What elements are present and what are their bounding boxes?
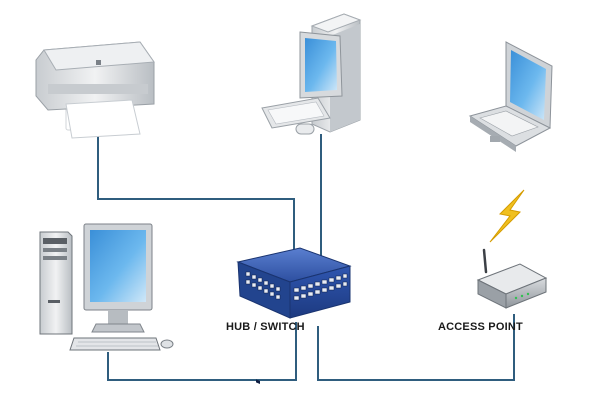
access-point-label: ACCESS POINT [438, 321, 523, 333]
switch-ports [245, 271, 348, 301]
server-computer-icon [261, 13, 362, 135]
printer-icon [35, 41, 155, 139]
cable-printer-to-switch [97, 136, 295, 258]
cable-switch-to-access-point [317, 314, 515, 381]
cable-desktop-to-switch [107, 322, 297, 381]
hub-switch-label: HUB / SWITCH [226, 321, 305, 333]
lightning-bolt-icon [489, 189, 525, 243]
network-switch-icon [236, 247, 352, 385]
cables [97, 134, 515, 381]
wireless-router-icon [476, 248, 548, 309]
desktop-computer-icon [39, 223, 174, 351]
laptop-icon [468, 41, 553, 152]
